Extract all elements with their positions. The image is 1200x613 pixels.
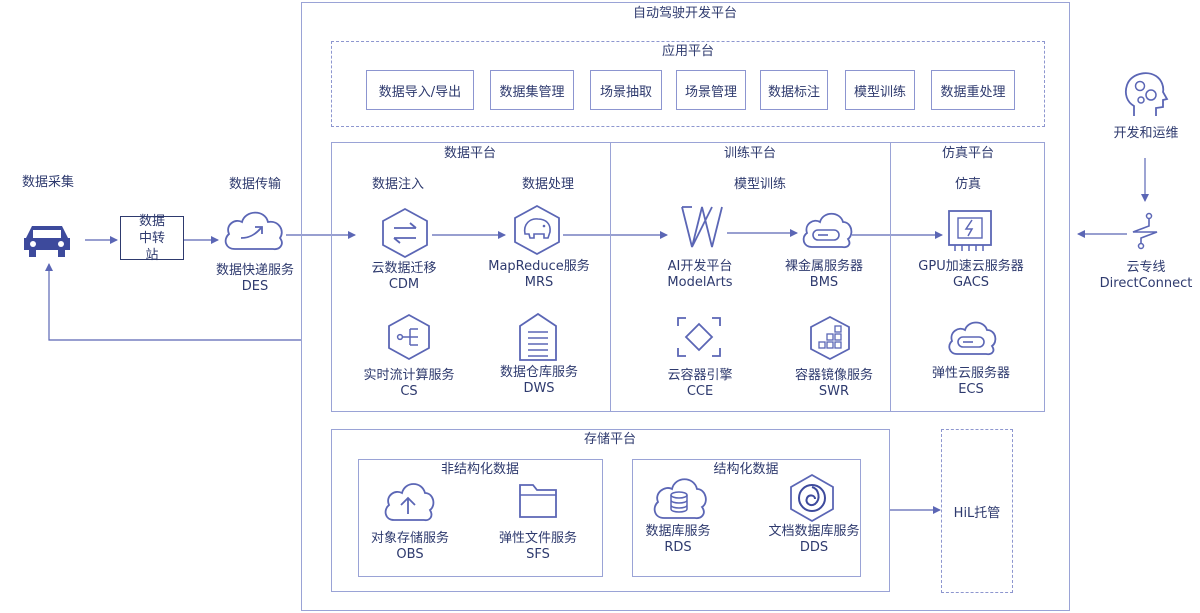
cdm-icon[interactable]: [380, 207, 430, 263]
gacs-abbr: GACS: [952, 275, 990, 290]
modelarts-name: AI开发平台: [667, 259, 733, 274]
cce-abbr: CCE: [686, 384, 714, 399]
devops-label: 开发和运维: [1113, 126, 1179, 141]
dws-abbr: DWS: [523, 381, 555, 396]
modelarts-network-icon[interactable]: [678, 205, 726, 253]
head-gears-icon: [1124, 70, 1169, 122]
cloud-transfer-icon[interactable]: [221, 205, 287, 257]
hil-label: HiL托管: [953, 505, 1001, 521]
bms-server-icon[interactable]: [800, 209, 853, 253]
obs-name: 对象存储服务: [370, 531, 449, 546]
app-item-model-training[interactable]: 模型训练: [845, 70, 915, 110]
gpu-chip-icon[interactable]: [945, 207, 995, 257]
sfs-abbr: SFS: [526, 547, 550, 562]
app-item-data-reprocess[interactable]: 数据重处理: [931, 70, 1015, 110]
app-platform-title: 应用平台: [661, 44, 714, 59]
data-relay-station[interactable]: 数据中转站: [120, 214, 184, 263]
model-train-label: 模型训练: [733, 177, 786, 192]
arrow-return-to-car: [45, 263, 301, 341]
sfs-name: 弹性文件服务: [498, 531, 577, 546]
sim-label: 仿真: [954, 177, 981, 192]
dds-document-db-icon[interactable]: [788, 473, 836, 527]
swr-name: 容器镜像服务: [794, 368, 873, 383]
data-inject-label: 数据注入: [371, 177, 424, 192]
des-name: 数据快递服务: [215, 263, 294, 278]
app-item-data-labeling[interactable]: 数据标注: [760, 70, 828, 110]
modelarts-abbr: ModelArts: [667, 275, 733, 290]
structured-data-group: [632, 459, 861, 577]
structured-label: 结构化数据: [713, 462, 779, 477]
bms-abbr: BMS: [809, 275, 839, 290]
sim-platform: [890, 142, 1045, 412]
rds-abbr: RDS: [664, 540, 692, 555]
car-icon: [22, 222, 72, 264]
swr-abbr: SWR: [818, 384, 850, 399]
cs-abbr: CS: [400, 384, 418, 399]
ecs-name: 弹性云服务器: [931, 366, 1010, 381]
hil-hosting[interactable]: HiL托管: [941, 429, 1013, 593]
direct-connect-icon[interactable]: [1130, 212, 1160, 254]
ecs-server-icon[interactable]: [946, 318, 997, 360]
dws-warehouse-icon[interactable]: [518, 312, 558, 366]
app-item-scene-extract[interactable]: 场景抽取: [590, 70, 662, 110]
swr-registry-icon[interactable]: [808, 315, 852, 365]
app-item-dataset-mgmt[interactable]: 数据集管理: [490, 70, 574, 110]
unstructured-data-group: [358, 459, 603, 577]
storage-platform-title: 存储平台: [583, 432, 636, 447]
rds-database-icon[interactable]: [651, 474, 707, 524]
transfer-label: 数据传输: [228, 177, 281, 192]
dds-abbr: DDS: [799, 540, 829, 555]
mrs-name: MapReduce服务: [488, 259, 590, 274]
dds-name: 文档数据库服务: [768, 524, 860, 539]
collect-label: 数据采集: [21, 175, 74, 190]
rds-name: 数据库服务: [645, 524, 711, 539]
bms-name: 裸金属服务器: [784, 259, 863, 274]
unstructured-label: 非结构化数据: [440, 462, 519, 477]
cce-name: 云容器引擎: [667, 368, 733, 383]
mrs-elephant-icon[interactable]: [512, 204, 562, 260]
app-platform: [331, 41, 1045, 127]
data-process-label: 数据处理: [521, 177, 574, 192]
cs-stream-icon[interactable]: [386, 313, 432, 365]
auto-driving-platform: [301, 2, 1070, 611]
cdm-abbr: CDM: [388, 277, 420, 292]
gacs-name: GPU加速云服务器: [918, 259, 1024, 274]
dc-abbr: DirectConnect: [1099, 276, 1193, 291]
cce-container-icon[interactable]: [676, 316, 722, 362]
app-item-import-export[interactable]: 数据导入/导出: [366, 70, 474, 110]
platform-title: 自动驾驶开发平台: [632, 6, 737, 21]
train-platform-title: 训练平台: [723, 146, 776, 161]
dc-name: 云专线: [1126, 260, 1166, 275]
data-relay-label: 数据中转站: [138, 213, 165, 263]
cdm-name: 云数据迁移: [371, 261, 437, 276]
obs-cloud-upload-icon[interactable]: [382, 478, 435, 528]
storage-platform: [331, 429, 890, 592]
data-platform-title: 数据平台: [443, 146, 496, 161]
obs-abbr: OBS: [396, 547, 424, 562]
sfs-folder-icon[interactable]: [518, 481, 558, 523]
des-abbr: DES: [241, 279, 269, 294]
dws-name: 数据仓库服务: [499, 365, 578, 380]
ecs-abbr: ECS: [958, 382, 984, 397]
mrs-abbr: MRS: [524, 275, 554, 290]
cs-name: 实时流计算服务: [363, 368, 455, 383]
app-item-scene-mgmt[interactable]: 场景管理: [676, 70, 746, 110]
sim-platform-title: 仿真平台: [941, 146, 994, 161]
